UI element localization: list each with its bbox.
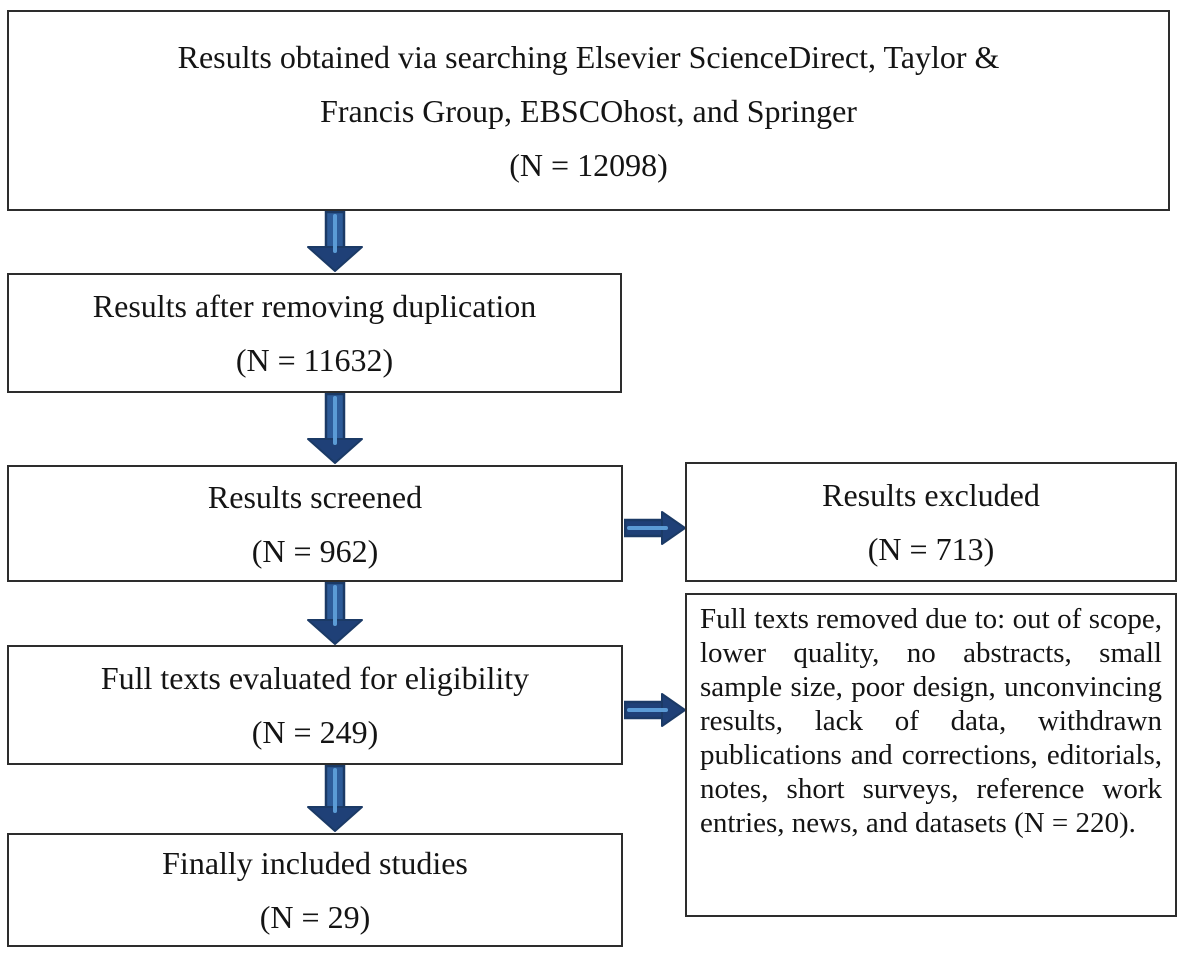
- arrow-right-icon: [624, 511, 686, 545]
- box-count: (N = 11632): [235, 342, 394, 378]
- box-line: Finally included studies: [162, 845, 468, 881]
- box-included-studies: Finally included studies (N = 29): [7, 833, 623, 947]
- box-line: Results excluded: [822, 477, 1040, 513]
- box-search-results: Results obtained via searching Elsevier …: [7, 10, 1170, 211]
- arrow-right-icon: [624, 693, 686, 727]
- box-count: (N = 962): [251, 532, 379, 569]
- box-fulltext-removed-reasons: Full texts removed due to: out of scope,…: [685, 593, 1177, 917]
- box-results-excluded: Results excluded (N = 713): [685, 462, 1177, 582]
- box-line: Full texts evaluated for eligibility: [100, 660, 530, 696]
- box-results-screened: Results screened (N = 962): [7, 465, 623, 582]
- box-count: (N = 713): [867, 531, 995, 567]
- box-line: Results after removing duplication: [92, 288, 537, 324]
- arrow-down-icon: [307, 765, 363, 832]
- arrow-down-icon: [307, 393, 363, 464]
- box-count: (N = 29): [259, 899, 371, 935]
- arrow-down-icon: [307, 211, 363, 272]
- box-count: (N = 12098): [509, 146, 668, 183]
- arrow-down-icon: [307, 582, 363, 645]
- box-line: Results screened: [207, 478, 423, 515]
- box-line: Francis Group, EBSCOhost, and Springer: [320, 92, 857, 129]
- box-results-deduplicated: Results after removing duplication (N = …: [7, 273, 622, 393]
- box-count: (N = 249): [251, 714, 379, 750]
- box-fulltext-eligibility: Full texts evaluated for eligibility (N …: [7, 645, 623, 765]
- box-line: Results obtained via searching Elsevier …: [177, 38, 1000, 75]
